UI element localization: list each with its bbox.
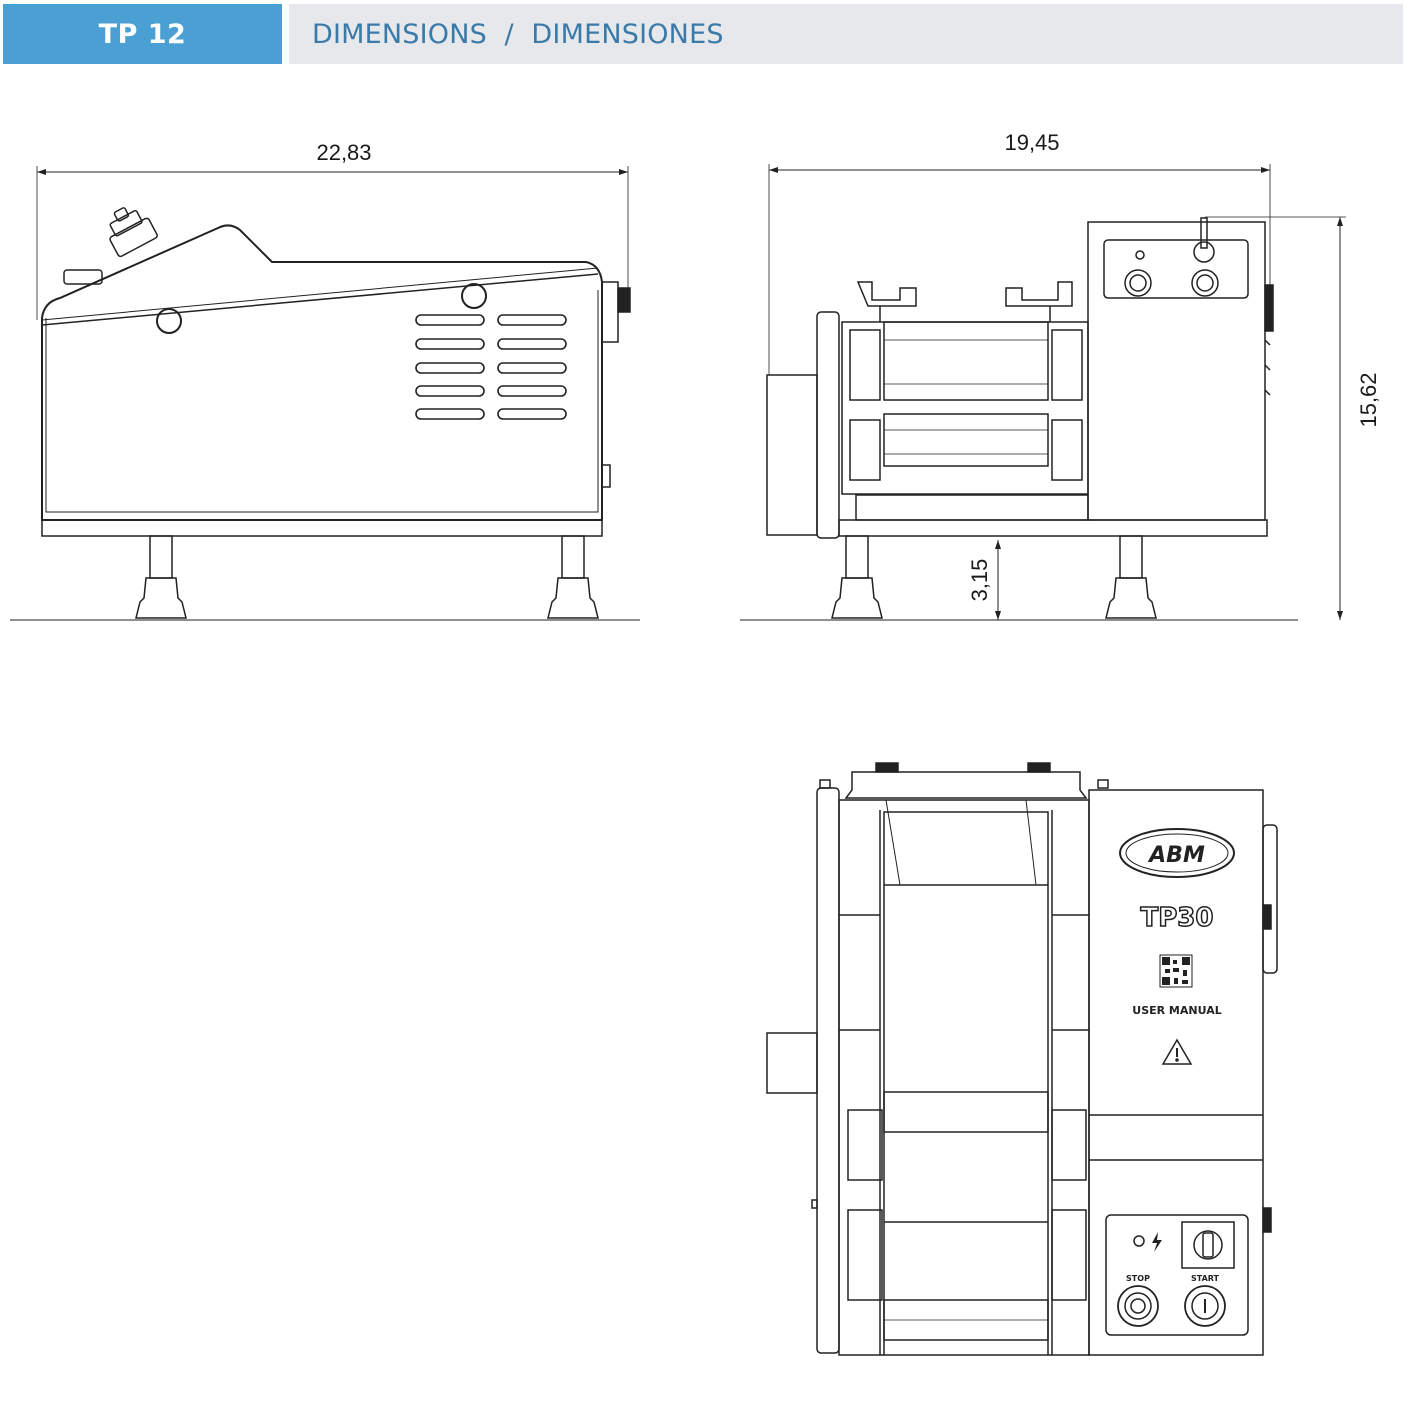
- lower-roller: [883, 1091, 1049, 1133]
- leg: [149, 535, 173, 579]
- base-plate: [41, 519, 603, 537]
- leg: [561, 535, 585, 579]
- left-plate: [816, 787, 840, 1354]
- switch-key: [1200, 217, 1208, 249]
- top-rail: [844, 771, 1088, 799]
- bolt: [819, 779, 831, 789]
- start-button: [1184, 1285, 1226, 1327]
- gear-left: [847, 1209, 883, 1301]
- roller-frame: [841, 321, 1089, 495]
- brand-logo: [1119, 828, 1235, 878]
- side-knob: [1262, 904, 1272, 930]
- gear-left: [847, 1109, 883, 1181]
- top-knob: [109, 207, 158, 258]
- side-knob: [1264, 284, 1274, 332]
- side-view: 22,83: [10, 140, 640, 621]
- lightning-icon: [1152, 1232, 1162, 1252]
- arrow-left-icon: [37, 169, 46, 175]
- brand-text: ABM: [1147, 843, 1205, 868]
- tray: [855, 494, 1089, 521]
- model-label: TP 12: [98, 18, 187, 50]
- bolt: [1097, 779, 1109, 789]
- gear-left: [849, 419, 881, 481]
- section-title-bar: DIMENSIONS / DIMENSIONES: [289, 4, 1403, 64]
- leg-foot: [547, 577, 599, 619]
- leg: [1119, 535, 1143, 579]
- section-title: DIMENSIONS / DIMENSIONES: [312, 18, 724, 50]
- left-plate: [816, 311, 840, 539]
- upper-roller: [883, 811, 1049, 886]
- vent-slots: [415, 314, 567, 420]
- side-latch: [601, 464, 611, 488]
- warning-icon: [1161, 1038, 1193, 1065]
- rail-knob: [1027, 762, 1051, 773]
- start-label: START: [1191, 1274, 1220, 1283]
- arrow-down-icon: [1337, 611, 1343, 620]
- rail-knob: [875, 762, 899, 773]
- length-dimension-label: 22,83: [316, 140, 371, 165]
- leg-foot: [1105, 577, 1157, 619]
- side-panel: [1262, 824, 1278, 974]
- stop-label: STOP: [1126, 1274, 1150, 1283]
- leg: [845, 535, 869, 579]
- indicator-light: [1135, 250, 1145, 260]
- top-bracket: [856, 281, 917, 307]
- side-knob: [1262, 1207, 1272, 1233]
- front-view: 19,45 15,62 3,15: [740, 130, 1381, 621]
- selector-switch: [1181, 1221, 1235, 1269]
- upper-roller: [883, 321, 1049, 401]
- qr-code-icon: [1159, 954, 1193, 988]
- motor-housing: [766, 374, 818, 536]
- top-bracket: [1005, 281, 1073, 307]
- hinge-circle: [461, 283, 487, 309]
- leg-dimension-label: 3,15: [967, 559, 992, 602]
- selector-switch: [1193, 241, 1215, 263]
- control-panel: [1103, 239, 1249, 299]
- gear-right: [1051, 419, 1083, 481]
- gear-right: [1051, 1209, 1087, 1301]
- stop-button: [1124, 269, 1152, 297]
- gear-left: [849, 329, 881, 401]
- arrow-up-icon: [995, 540, 1001, 549]
- arrow-right-icon: [1261, 167, 1270, 173]
- lid-line: [41, 273, 599, 326]
- control-box: [1087, 221, 1266, 521]
- stop-button: [1117, 1285, 1159, 1327]
- leg-foot: [135, 577, 187, 619]
- machine-body-outline: [41, 224, 603, 521]
- arrow-up-icon: [1337, 217, 1343, 226]
- gear-right: [1051, 329, 1083, 401]
- control-panel: [1105, 1214, 1249, 1336]
- hinge-circle: [156, 308, 182, 334]
- side-bracket: [601, 281, 619, 343]
- pin: [811, 1199, 818, 1209]
- width-dimension-label: 19,45: [1004, 130, 1059, 155]
- arrow-down-icon: [995, 611, 1001, 620]
- gear-right: [1051, 1109, 1087, 1181]
- base-plate: [838, 519, 1268, 537]
- control-housing: [1088, 789, 1264, 1356]
- height-dimension-label: 15,62: [1356, 372, 1381, 427]
- arrow-left-icon: [769, 167, 778, 173]
- start-button: [1191, 269, 1219, 297]
- arrow-right-icon: [619, 169, 628, 175]
- model-tab: TP 12: [3, 4, 282, 64]
- lower-roller: [883, 413, 1049, 467]
- leg-foot: [831, 577, 883, 619]
- machine-body-inner: [45, 290, 599, 513]
- side-knob: [617, 287, 631, 313]
- motor-housing: [766, 1032, 818, 1094]
- lid-line: [41, 267, 599, 321]
- manual-label: USER MANUAL: [1132, 1004, 1221, 1017]
- top-view: ABM TP30 USER MANUAL STOP START: [766, 762, 1278, 1356]
- indicator-light: [1133, 1235, 1145, 1247]
- model-plate-text: TP30: [1141, 903, 1214, 933]
- top-button: [63, 269, 103, 285]
